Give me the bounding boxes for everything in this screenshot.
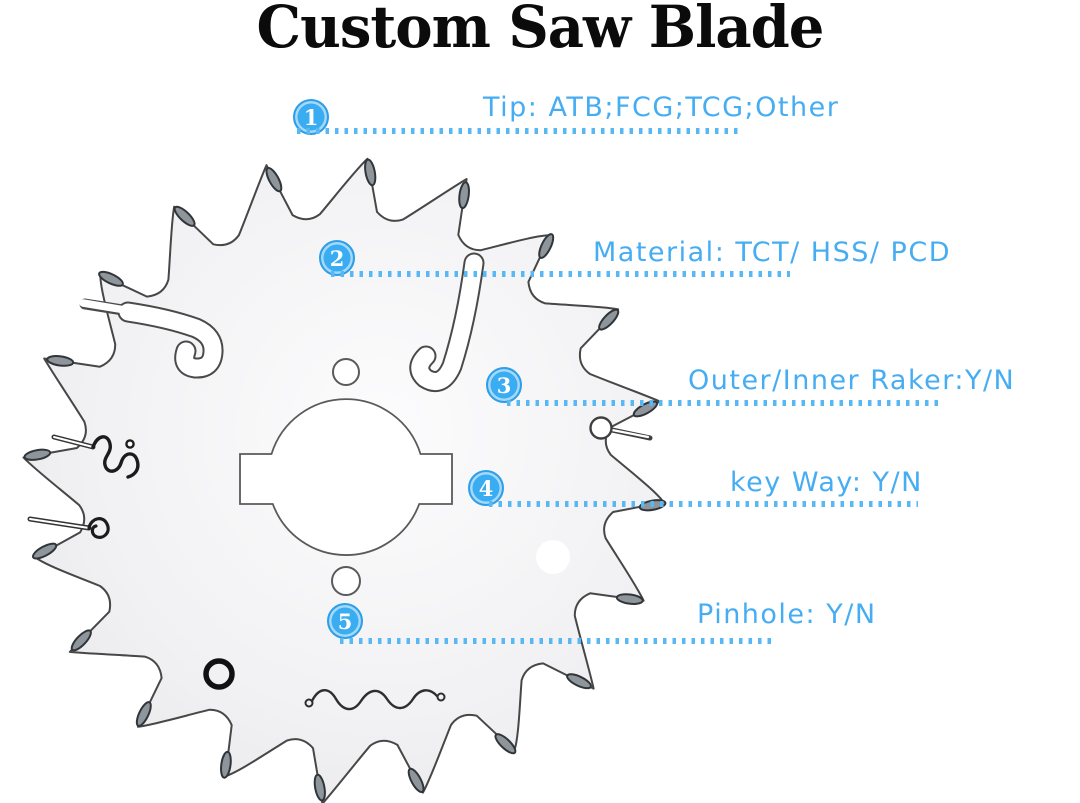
- carbide-tip: [98, 270, 124, 287]
- carbide-tips: [23, 158, 667, 802]
- pinhole-bottom: [331, 566, 361, 596]
- carbide-tip: [538, 233, 555, 259]
- carbide-tip: [458, 181, 470, 210]
- wavy-expansion-line: [304, 689, 446, 711]
- blade-details: [27, 252, 653, 711]
- expansion-squiggle-slot: [51, 434, 140, 479]
- callout-1-leader-line: [297, 128, 740, 134]
- carbide-tip: [313, 773, 326, 802]
- carbide-tip: [615, 593, 644, 605]
- carbide-tip: [265, 166, 283, 193]
- expansion-hole-right: [589, 416, 653, 441]
- callout-2-label: Material: TCT/ HSS/ PCD: [593, 237, 951, 268]
- callout-3-badge: 3: [486, 367, 522, 403]
- carbide-tip: [364, 158, 377, 187]
- carbide-tip: [220, 750, 232, 779]
- page-title: Custom Saw Blade: [256, 0, 825, 62]
- carbide-tip: [173, 205, 196, 227]
- callout-4-badge: 4: [468, 470, 504, 506]
- callout-5-label: Pinhole: Y/N: [697, 599, 877, 630]
- carbide-tip: [23, 448, 52, 461]
- callout-5-badge: 5: [327, 603, 363, 639]
- callout-3-label: Outer/Inner Raker:Y/N: [688, 365, 1016, 396]
- expansion-slot-left: [79, 298, 224, 379]
- callout-2-badge: 2: [319, 240, 355, 276]
- expansion-slot-right: [409, 252, 485, 392]
- callout-4-leader-line: [489, 501, 918, 507]
- expansion-spiral-slot: [27, 516, 110, 539]
- callout-2-leader-line: [331, 271, 790, 277]
- callout-3-leader-line: [507, 400, 938, 406]
- callout-5-leader-line: [340, 638, 775, 644]
- callout-1-number: 1: [303, 104, 319, 130]
- highlight-dot: [536, 540, 570, 574]
- carbide-tip: [598, 308, 620, 331]
- bold-ring-hole: [203, 658, 235, 690]
- carbide-tip: [566, 673, 592, 690]
- carbide-tip: [46, 355, 75, 367]
- carbide-tip: [494, 733, 517, 755]
- callout-4-number: 4: [478, 475, 494, 501]
- arbor-bore-keyway: [239, 398, 453, 556]
- carbide-tip: [70, 629, 92, 652]
- callout-5-number: 5: [337, 608, 353, 634]
- callout-4-label: key Way: Y/N: [730, 467, 923, 498]
- callout-2-number: 2: [329, 245, 345, 271]
- carbide-tip: [407, 767, 425, 794]
- carbide-tip: [135, 701, 152, 727]
- carbide-tip: [31, 542, 58, 560]
- callout-3-number: 3: [496, 372, 512, 398]
- pinhole-top: [332, 358, 360, 386]
- callout-1-label: Tip: ATB;FCG;TCG;Other: [483, 92, 840, 123]
